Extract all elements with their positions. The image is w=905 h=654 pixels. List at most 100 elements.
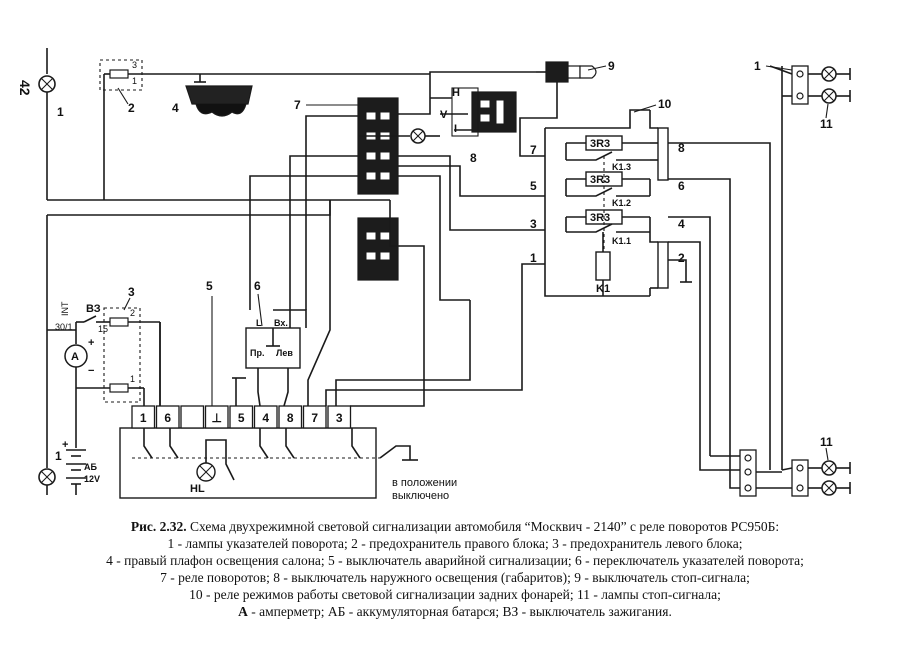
ignition-vz: ВЗ [86, 303, 101, 315]
switch-h: H [452, 87, 460, 99]
turn-switch-6 [245, 300, 307, 407]
outside-light-switch-8 [430, 87, 517, 137]
left-turn-lamp-top [38, 48, 56, 200]
switch-l: L [256, 318, 262, 328]
terminal-label: 3 [336, 411, 343, 425]
wire-1: 1 [530, 251, 537, 265]
wiring-diagram: 42 1 1 3 1 2 4 [17, 48, 851, 502]
wire-6: 6 [678, 179, 685, 193]
switch-vx: Вх. [274, 318, 288, 328]
resistor-3r3-1: 3R3 [590, 138, 610, 150]
wire-3: 3 [530, 217, 537, 231]
coil-k1: K1 [596, 283, 610, 295]
wire-8: 8 [678, 141, 685, 155]
caption-line-4: 7 - реле поворотов; 8 - выключатель нару… [160, 570, 750, 585]
label-2: 2 [128, 101, 135, 115]
off-text-1: в положении [392, 477, 457, 489]
label-5: 5 [206, 279, 213, 293]
caption-line-3: 4 - правый плафон освещения салона; 5 - … [106, 553, 804, 568]
battery-voltage: 12V [84, 474, 100, 484]
label-7: 7 [294, 98, 301, 112]
turn-relay-7 [357, 97, 399, 281]
label-10: 10 [658, 97, 672, 111]
label-1-bottom: 1 [55, 449, 62, 463]
terminal-label: 4 [262, 411, 269, 425]
caption-line-6: А - амперметр; АБ - аккумуляторная батар… [60, 603, 850, 620]
label-11-top: 11 [820, 117, 833, 131]
resistor-3r3-3: 3R3 [590, 212, 610, 224]
terminal-row: 1 6 ⊥ 5 4 8 7 3 [131, 405, 352, 429]
svg-text:3: 3 [132, 60, 137, 70]
label-1-top: 1 [57, 105, 64, 119]
ammeter-label: А [71, 351, 79, 363]
label-6: 6 [254, 279, 261, 293]
caption-line-5: 10 - реле режимов работы световой сигнал… [189, 587, 721, 602]
terminal-cell [155, 405, 180, 429]
terminal-15: 15 [98, 324, 108, 334]
terminal-label: 7 [311, 411, 318, 425]
resistor-3r3-2: 3R3 [590, 174, 610, 186]
caption-line-1-rest: Схема двухрежимной световой сигнализации… [186, 519, 780, 534]
off-text-2: выключено [392, 490, 449, 502]
battery-plus: + [62, 439, 68, 451]
terminal-label: 5 [238, 411, 245, 425]
hazard-switch-5 [119, 427, 418, 499]
wire-7: 7 [530, 143, 537, 157]
terminal-label: 8 [287, 411, 294, 425]
fuse-2: 3 1 [99, 59, 200, 200]
wire-2: 2 [678, 251, 685, 265]
terminal-label: 1 [140, 411, 147, 425]
svg-text:1: 1 [130, 374, 135, 384]
label-9: 9 [608, 59, 615, 73]
ammeter-plus: + [88, 337, 94, 349]
page-number: 42 [17, 80, 33, 96]
switch-lev: Лев [276, 348, 293, 358]
terminal-30-1: 30/1 [55, 322, 73, 332]
terminal-cell [229, 405, 254, 429]
terminal-cell [131, 405, 156, 429]
left-turn-lamp-bottom [38, 456, 56, 495]
switch-i: I [454, 123, 457, 135]
svg-text:INT: INT [60, 301, 70, 316]
dome-light-4 [185, 73, 430, 117]
switch-pr: Пр. [250, 348, 264, 358]
label-11-bottom: 11 [820, 435, 833, 449]
caption-line-1: Рис. 2.32. Схема двухрежимной световой с… [60, 518, 850, 535]
ignition-switch: INT [60, 301, 97, 323]
terminal-label: ⊥ [212, 411, 222, 425]
contact-k12: K1.2 [612, 198, 631, 208]
terminal-label: 6 [164, 411, 171, 425]
label-4: 4 [172, 101, 179, 115]
battery [66, 449, 86, 495]
terminal-cell [278, 405, 303, 429]
fuse-3: 2 1 [76, 307, 161, 406]
caption-line-6-rest: - амперметр; АБ - аккумуляторная батарся… [247, 604, 672, 619]
wire-5: 5 [530, 179, 537, 193]
ammeter-minus: − [88, 365, 94, 377]
signal-mode-relay-10 [544, 109, 669, 297]
switch-v: V [440, 109, 448, 121]
ammeter: А [64, 344, 88, 368]
stop-lamp-11-top [769, 65, 851, 470]
terminal-cell [180, 405, 205, 429]
battery-label: АБ [84, 462, 97, 472]
svg-text:1: 1 [132, 76, 137, 86]
label-3: 3 [128, 285, 135, 299]
terminal-cell [327, 405, 352, 429]
indicator-lamp-relay [410, 128, 440, 144]
caption-line-2: 1 - лампы указателей поворота; 2 - предо… [167, 536, 743, 551]
terminal-cell [204, 405, 229, 429]
svg-text:2: 2 [130, 308, 135, 318]
contact-k13: K1.3 [612, 162, 631, 172]
figure-caption: Рис. 2.32. Схема двухрежимной световой с… [60, 518, 850, 620]
terminal-cell [253, 405, 278, 429]
terminal-cell [302, 405, 327, 429]
wire-4: 4 [678, 217, 685, 231]
label-8-switch: 8 [470, 151, 477, 165]
caption-title: Рис. 2.32. [130, 519, 187, 534]
hl-lamp: HL [190, 483, 205, 495]
contact-k11: K1.1 [612, 236, 631, 246]
label-1-right: 1 [754, 59, 761, 73]
caption-ammeter-letter: А [238, 604, 248, 619]
stop-lamp-11-bottom [739, 449, 851, 497]
